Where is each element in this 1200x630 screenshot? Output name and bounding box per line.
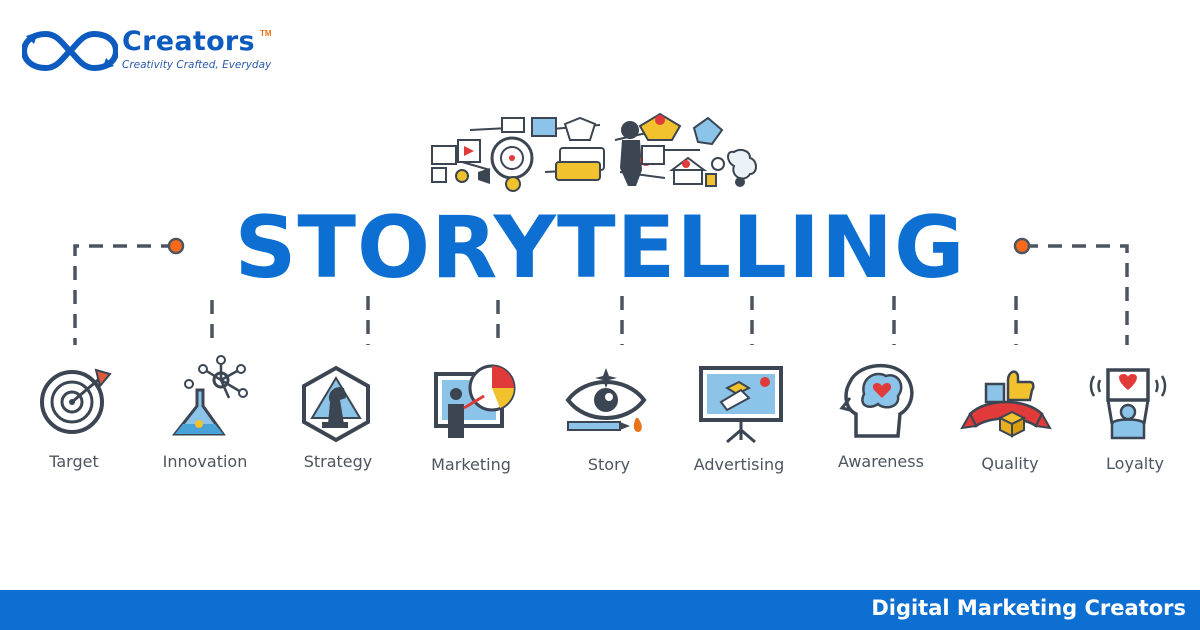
brand-logo: Creators TM Creativity Crafted, Everyday [20, 26, 292, 76]
item-label-story: Story [587, 455, 631, 474]
brand-trademark: TM [260, 29, 272, 38]
connector-lines [73, 244, 1129, 345]
page-title: STORYTELLING [234, 198, 966, 298]
item-label-innovation: Innovation [162, 452, 248, 471]
quality-icon [960, 370, 1052, 438]
target-icon [40, 368, 112, 434]
story-icon [565, 368, 647, 432]
item-label-quality: Quality [981, 454, 1039, 473]
footer-bar: Digital Marketing Creators [0, 590, 1200, 630]
loyalty-icon [1089, 368, 1167, 440]
innovation-icon [171, 355, 248, 436]
marketing-cluster-icon [431, 112, 757, 192]
awareness-icon [839, 363, 914, 438]
strategy-icon [302, 365, 370, 443]
item-label-marketing: Marketing [431, 455, 511, 474]
item-label-strategy: Strategy [303, 452, 373, 471]
marketing-icon [434, 364, 516, 438]
brand-name: Creators [122, 26, 255, 57]
item-label-advertising: Advertising [693, 455, 785, 474]
item-label-target: Target [49, 452, 99, 471]
item-label-loyalty: Loyalty [1106, 454, 1164, 473]
brand-tagline: Creativity Crafted, Everyday [122, 59, 272, 71]
connector-dot-left [167, 237, 185, 255]
connector-dot-right [1013, 237, 1031, 255]
infinity-logo-icon [20, 30, 120, 72]
footer-text: Digital Marketing Creators [871, 596, 1186, 620]
advertising-icon [699, 366, 783, 444]
item-label-awareness: Awareness [838, 452, 924, 471]
